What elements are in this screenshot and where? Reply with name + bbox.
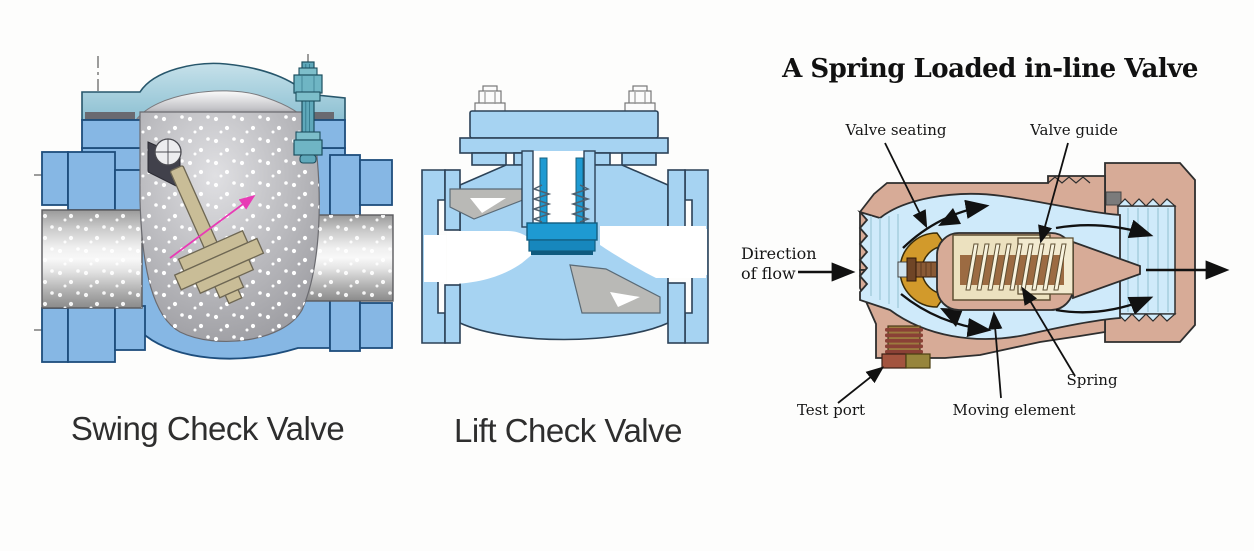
swing-check-valve-illustration <box>34 54 394 363</box>
springs <box>531 184 591 223</box>
direction-of-flow-line1: Direction <box>741 244 817 263</box>
outlet-pipe <box>1116 198 1177 322</box>
label-leader-arrows <box>837 142 1076 404</box>
hinge-pin <box>154 138 182 166</box>
swing-disc-assembly <box>169 165 265 305</box>
test-port-leader <box>837 366 885 404</box>
poppet-stem <box>897 257 939 282</box>
lift-check-valve-illustration <box>421 85 709 344</box>
moving-element-label: Moving element <box>952 401 1076 419</box>
moving-element-leader <box>988 311 1003 399</box>
valve-seating-leader <box>884 142 928 229</box>
spring-leader <box>1021 286 1076 377</box>
bonnet-bolt <box>293 61 323 164</box>
outlet-pipe <box>304 214 394 302</box>
lift-check-valve-caption: Lift Check Valve <box>454 412 683 449</box>
flow-direction-arrow-magenta <box>169 194 256 259</box>
flow-bore <box>424 226 707 284</box>
valve-guide-label: Valve guide <box>1030 121 1118 139</box>
inline-valve-title: A Spring Loaded in-line Valve <box>782 54 1198 84</box>
bonnet-cap <box>469 110 659 139</box>
flow-arrows <box>798 199 1230 338</box>
valve-guide-leader <box>1038 142 1069 244</box>
direction-of-flow-label: Direction of flow <box>741 244 831 284</box>
piston-disc <box>526 222 598 255</box>
direction-of-flow-line2: of flow <box>741 264 796 283</box>
valve-seating-label: Valve seating <box>845 121 947 139</box>
spring-label: Spring <box>1066 371 1118 389</box>
inline-valve-illustration <box>798 142 1230 404</box>
cap-bolt-right <box>624 85 656 113</box>
inlet-pipe <box>41 209 143 309</box>
cap-bolt-left <box>474 85 506 113</box>
swing-check-valve-caption: Swing Check Valve <box>70 410 345 447</box>
test-port-label: Test port <box>796 401 866 419</box>
seat-wedge-lower <box>940 308 963 327</box>
spring-housing <box>952 234 1074 301</box>
support-webs <box>449 188 661 314</box>
valve-seat-gold <box>899 232 948 308</box>
cap-threads <box>1047 176 1091 184</box>
test-port <box>881 325 931 369</box>
